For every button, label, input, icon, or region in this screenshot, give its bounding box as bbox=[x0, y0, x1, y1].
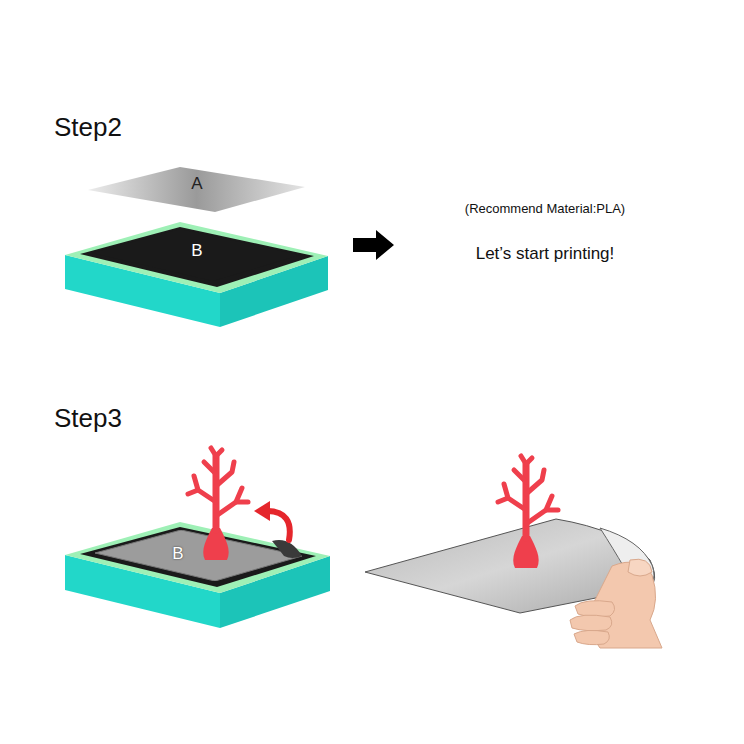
peel-arrow bbox=[254, 501, 290, 540]
block-arrow bbox=[353, 230, 394, 260]
sheet-letter: A bbox=[191, 175, 202, 192]
start-note: Let’s start printing! bbox=[476, 245, 615, 264]
sheet-letter: B bbox=[172, 545, 183, 562]
material-note: (Recommend Material:PLA) bbox=[465, 202, 625, 216]
steel-sheet: B bbox=[95, 530, 302, 581]
step-heading: Step3 bbox=[54, 404, 122, 433]
steel-sheet: A bbox=[86, 165, 307, 214]
bed-plate: B bbox=[92, 229, 300, 281]
print-bed bbox=[65, 222, 328, 327]
sheet-outline bbox=[95, 530, 302, 581]
hand bbox=[570, 559, 662, 648]
printed-coral bbox=[498, 456, 558, 568]
step-heading: Step2 bbox=[54, 113, 122, 142]
sheet-letter: B bbox=[191, 242, 202, 259]
